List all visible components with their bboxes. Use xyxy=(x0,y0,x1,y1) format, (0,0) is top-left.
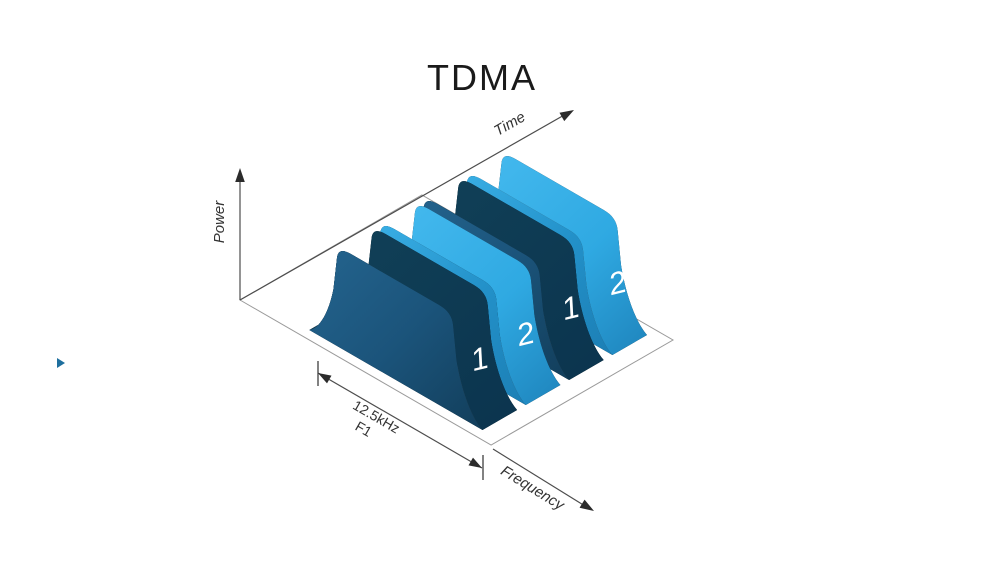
diagram-title: TDMA xyxy=(427,57,537,98)
dimension-arrow-right-icon xyxy=(468,457,482,468)
frequency-axis: Frequency xyxy=(492,448,594,515)
channel-label: F1 xyxy=(353,418,375,440)
dimension-arrow-left-icon xyxy=(318,373,332,384)
time-axis-label: Time xyxy=(491,108,528,139)
frequency-arrow-icon xyxy=(579,499,594,511)
play-marker-icon xyxy=(57,358,65,368)
power-arrow-icon xyxy=(235,168,245,182)
power-axis: Power xyxy=(211,168,245,300)
power-axis-label: Power xyxy=(211,200,228,244)
time-arrow-icon xyxy=(559,110,574,122)
